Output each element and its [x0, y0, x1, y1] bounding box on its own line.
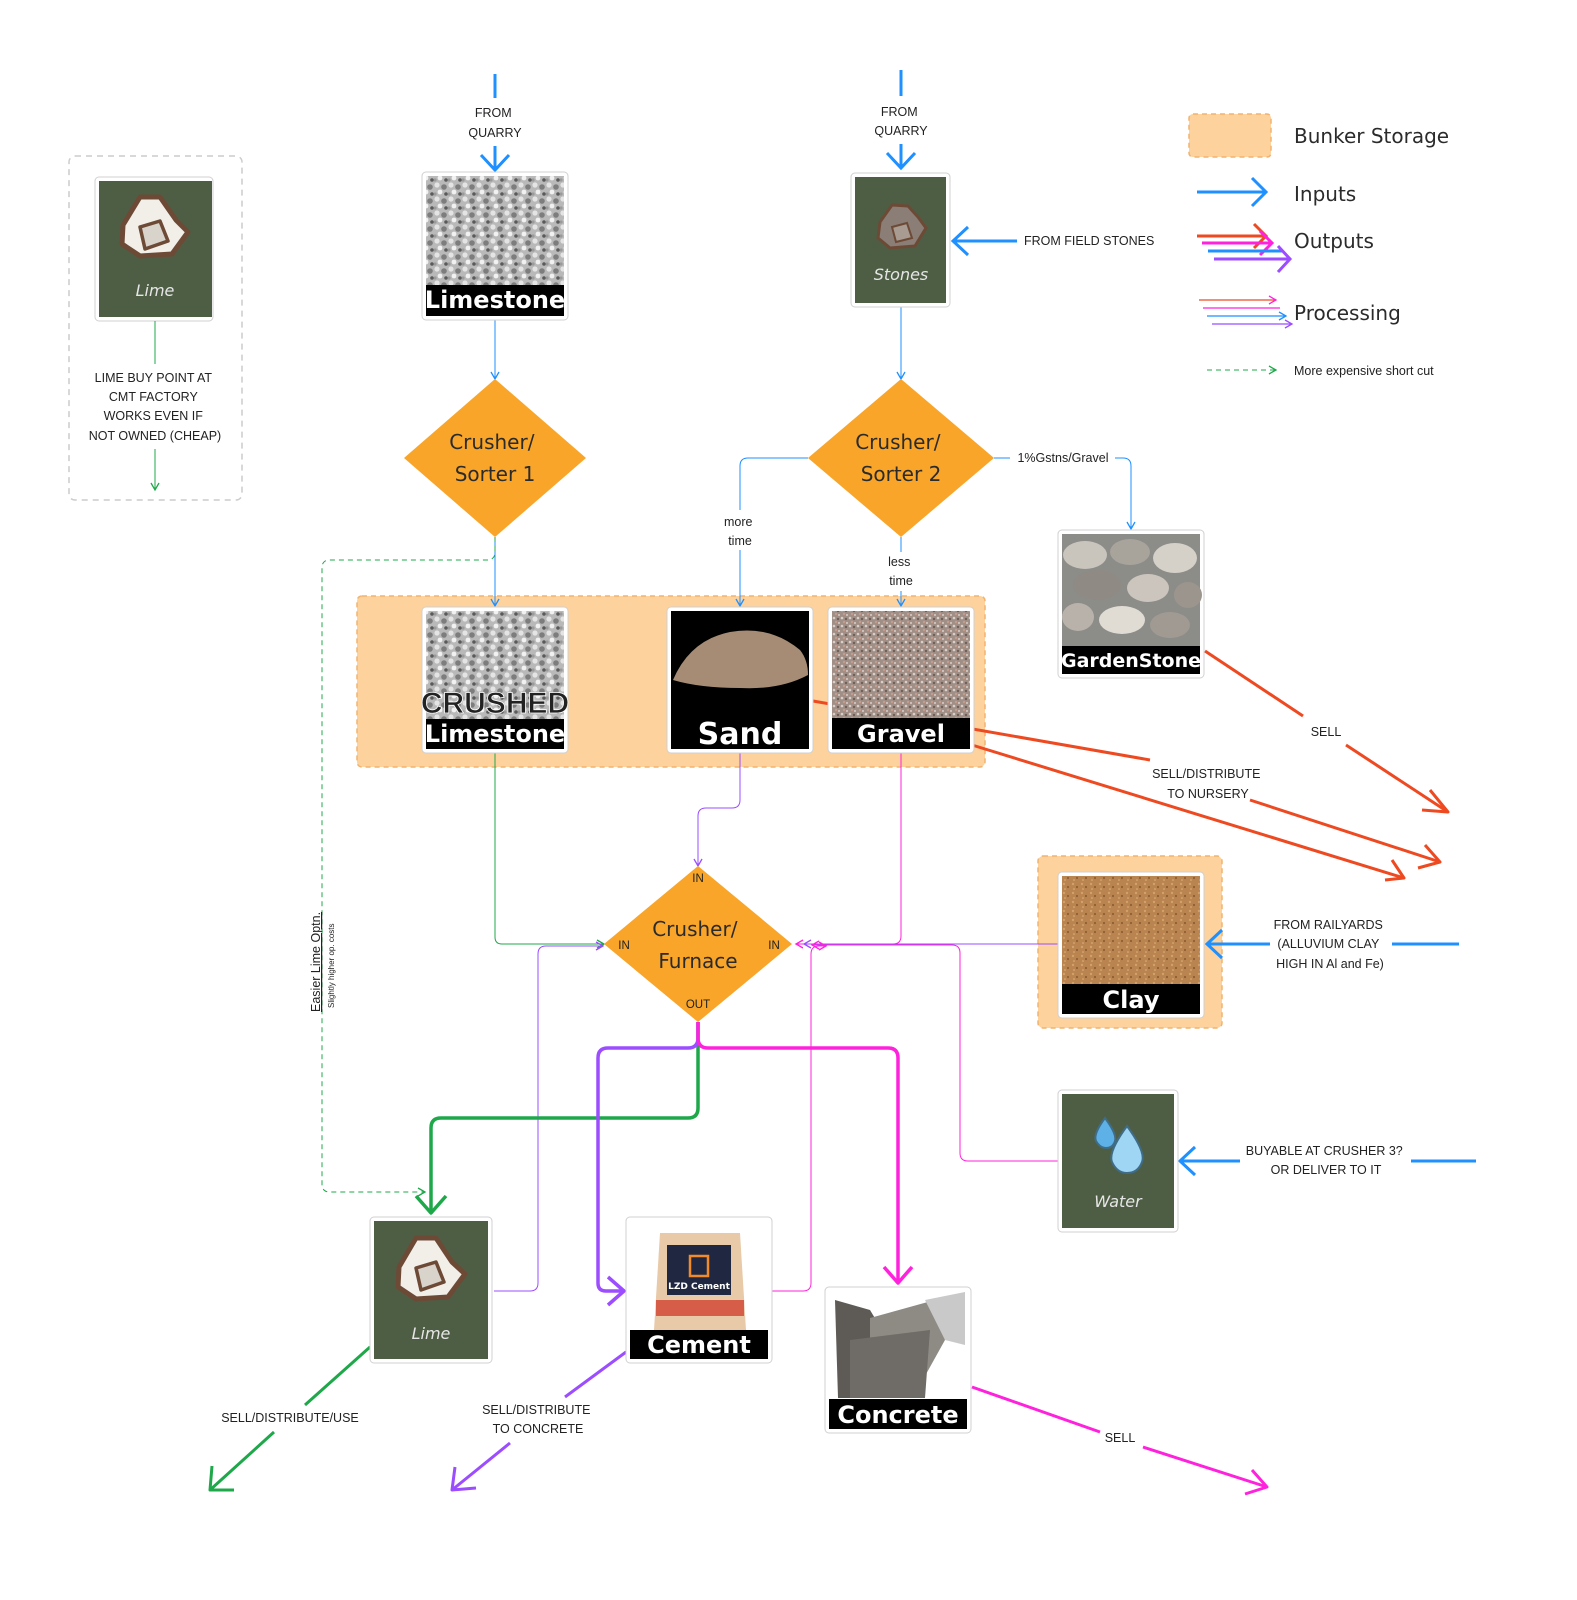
svg-text:Concrete: Concrete — [837, 1401, 958, 1429]
label-concrete-out: SELL — [1105, 1431, 1136, 1445]
crushed-limestone-card: CRUSHED Limestone — [420, 606, 570, 754]
sand-pile-image — [673, 630, 808, 689]
label-sell-nursery: SELL/DISTRIBUTE TO NURSERY — [1152, 767, 1264, 801]
cement-card: LZD Cement Cement — [625, 1216, 773, 1364]
legend-outputs-label: Outputs — [1294, 229, 1374, 253]
legend-processing-arrows — [1199, 295, 1294, 329]
side-note-line-1: LIME BUY POINT AT — [95, 371, 213, 385]
label-more-time: more time — [724, 515, 756, 548]
svg-text:Sand: Sand — [698, 717, 783, 752]
legend-bunker-swatch — [1188, 113, 1272, 158]
svg-text:Limestone: Limestone — [425, 286, 565, 314]
port-out: OUT — [686, 999, 710, 1011]
limestone-card: Limestone — [421, 171, 569, 321]
concrete-card: Concrete — [824, 1286, 972, 1434]
label-lime-out: SELL/DISTRIBUTE/USE — [221, 1411, 359, 1425]
legend: Bunker Storage Inputs Outputs Processing… — [1188, 113, 1449, 378]
side-note-line-2: CMT FACTORY — [109, 390, 199, 404]
svg-text:Stones: Stones — [874, 265, 929, 284]
shortcut-sublabel: Slightly higher op. costs — [327, 924, 336, 1009]
label-cement-out: SELL/DISTRIBUTE TO CONCRETE — [482, 1403, 594, 1436]
legend-inputs-arrow — [1197, 176, 1269, 208]
clay-card: Clay — [1057, 871, 1205, 1019]
lime-rock-icon-2 — [395, 1235, 468, 1302]
svg-text:FROM FIELD STONES: FROM FIELD STONES — [1024, 234, 1154, 248]
svg-text:Gravel: Gravel — [857, 720, 945, 748]
side-note-line-4: NOT OWNED (CHEAP) — [89, 429, 221, 443]
label-less-time: less time — [888, 555, 914, 588]
svg-text:GardenStone: GardenStone — [1061, 650, 1201, 672]
svg-text:Crusher/ Furnace: Crusher/ Furnace — [652, 917, 744, 973]
label-sell-garden: SELL — [1311, 725, 1342, 739]
svg-text:Lime: Lime — [412, 1324, 451, 1343]
legend-shortcut-label: More expensive short cut — [1294, 364, 1434, 378]
quarry-2-input: FROM QUARRY — [874, 70, 928, 171]
water-card: Water — [1057, 1089, 1179, 1233]
svg-text:Limestone: Limestone — [425, 720, 565, 748]
shortcut-label: Easier Lime Optn. — [309, 912, 323, 1012]
concrete-pour-image — [835, 1292, 965, 1398]
side-lime-label: Lime — [136, 281, 175, 300]
railyards-input: FROM RAILYARDS (ALLUVIUM CLAY HIGH IN Al… — [1204, 918, 1459, 971]
svg-text:Crusher/ Sorter 1: Crusher/ Sorter 1 — [449, 430, 541, 486]
svg-text:Crusher/ Sorter 2: Crusher/ Sorter 2 — [855, 430, 947, 486]
svg-text:LZD Cement: LZD Cement — [668, 1282, 730, 1292]
svg-text:BUYABLE AT CRUSHER 3? OR: BUYABLE AT CRUSHER 3? OR DELIVER TO IT — [1246, 1144, 1407, 1177]
legend-outputs-arrows — [1197, 222, 1293, 274]
furnace-feed-lines — [494, 752, 1058, 1292]
svg-text:Water: Water — [1094, 1192, 1143, 1211]
water-source-input: BUYABLE AT CRUSHER 3? OR DELIVER TO IT — [1177, 1144, 1476, 1177]
port-in-right: IN — [768, 940, 780, 952]
port-in-top: IN — [692, 873, 704, 885]
gravel-card: Gravel — [827, 606, 975, 754]
port-in-left: IN — [618, 940, 630, 952]
shortcut-dashed-path — [321, 537, 496, 1197]
legend-inputs-label: Inputs — [1294, 182, 1356, 206]
label-gstns-gravel: 1%Gstns/Gravel — [1017, 451, 1108, 465]
side-note-line-3: WORKS EVEN IF — [104, 409, 204, 423]
svg-text:FROM RAILYARDS (ALLUVIUM: FROM RAILYARDS (ALLUVIUM CLAY HIGH IN Al… — [1274, 918, 1387, 971]
svg-text:Clay: Clay — [1103, 986, 1160, 1014]
svg-text:FROM QUARRY: FROM QUARRY — [468, 106, 522, 140]
quarry-1-input: FROM QUARRY — [468, 74, 522, 173]
gardenstone-card: GardenStone — [1057, 529, 1205, 679]
legend-bunker-label: Bunker Storage — [1294, 124, 1449, 148]
svg-text:CRUSHED: CRUSHED — [421, 687, 569, 720]
furnace-output-lines — [414, 1022, 914, 1307]
svg-text:LIME BUY POINT AT CMT FA: LIME BUY POINT AT CMT FACTORY WORKS EVEN… — [89, 371, 221, 443]
sand-card: Sand — [666, 606, 814, 754]
field-stones-input: FROM FIELD STONES — [950, 225, 1154, 257]
legend-processing-label: Processing — [1294, 301, 1401, 325]
cement-bag-image: LZD Cement — [654, 1233, 746, 1330]
crusher-sorter-2: Crusher/ Sorter 2 — [808, 379, 994, 537]
stone-icon — [876, 203, 928, 250]
water-drops-icon — [1094, 1116, 1144, 1175]
lime-card: Lime — [369, 1216, 493, 1364]
lime-buy-point-panel: Lime LIME BUY POINT AT CMT FACTORY WORKS… — [68, 155, 243, 501]
stones-card: Stones — [850, 172, 951, 308]
crusher-furnace: Crusher/ Furnace IN IN IN OUT — [604, 866, 792, 1022]
svg-text:FROM QUARRY: FROM QUARRY — [874, 105, 928, 138]
svg-text:Cement: Cement — [647, 1331, 751, 1359]
pebbles-image — [1062, 539, 1202, 638]
lime-rock-icon — [119, 194, 191, 259]
crusher-sorter-1: Crusher/ Sorter 1 — [404, 379, 586, 537]
